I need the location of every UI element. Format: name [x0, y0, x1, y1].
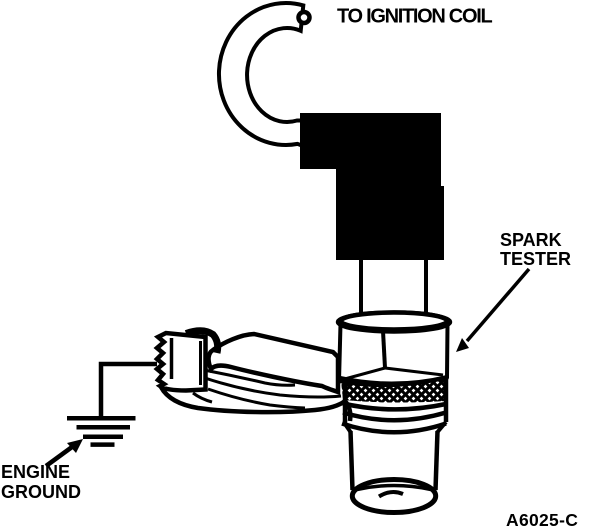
svg-text:TESTER: TESTER	[500, 249, 571, 269]
svg-text:GROUND: GROUND	[1, 482, 81, 502]
svg-text:TO IGNITION COIL: TO IGNITION COIL	[337, 6, 492, 28]
svg-text:ENGINE: ENGINE	[1, 462, 70, 482]
svg-text:SPARK: SPARK	[500, 230, 562, 250]
svg-text:A6025-C: A6025-C	[506, 510, 578, 528]
